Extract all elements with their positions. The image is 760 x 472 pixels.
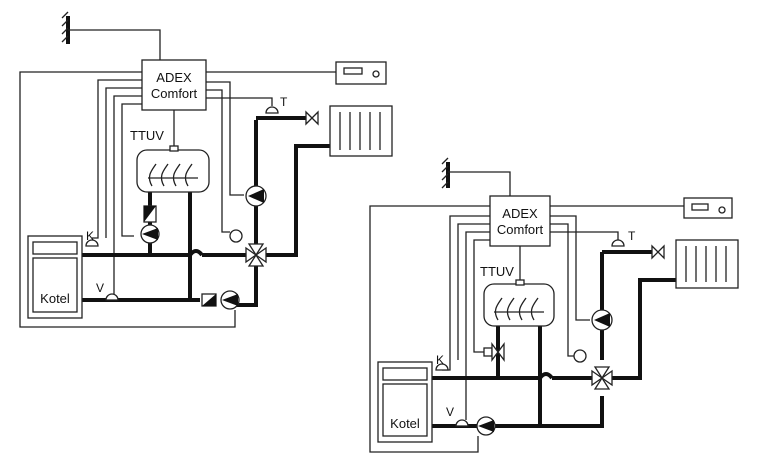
control-wiring: [19, 71, 336, 328]
pipes: [432, 250, 676, 428]
sensor-v-label: V: [96, 281, 104, 295]
boiler-label: Kotel: [40, 291, 70, 306]
sensor-t-label: T: [628, 229, 636, 243]
room-unit-icon: [683, 197, 733, 219]
sensor-k-label: K: [436, 353, 444, 367]
scheme-right: ADEX Comfort TTUV: [369, 157, 739, 453]
boiler-sensor-k-icon: K: [435, 353, 449, 371]
tank-pump-icon: [140, 224, 160, 244]
controller-label-line1: ADEX: [156, 70, 192, 85]
ttuv-label: TTUV: [480, 264, 514, 279]
controller-box: ADEX Comfort: [141, 59, 207, 111]
boiler-icon: Kotel: [27, 235, 83, 319]
radiator-valve-icon: [651, 244, 665, 260]
radiator-valve-icon: [305, 110, 319, 126]
outdoor-sensor-icon: [61, 11, 161, 60]
water-heater-tank-icon: [483, 279, 555, 327]
controller-box: ADEX Comfort: [489, 195, 551, 247]
return-sensor-v-icon: V: [446, 405, 469, 427]
heating-pump-icon: [591, 309, 613, 331]
boiler-sensor-k-icon: K: [85, 229, 99, 247]
mixing-valve-icon: [573, 349, 613, 390]
boiler-icon: Kotel: [377, 361, 433, 443]
check-valve-icon: [143, 205, 157, 223]
scheme-left: ADEX Comfort TTUV: [19, 11, 393, 328]
sensor-v-label: V: [446, 405, 454, 419]
control-wiring: [369, 205, 684, 453]
boiler-label: Kotel: [390, 416, 420, 431]
water-heater-tank-icon: [136, 145, 210, 193]
controller-label-line2: Comfort: [497, 222, 544, 237]
room-unit-icon: [335, 61, 387, 85]
sensor-t-label: T: [280, 95, 288, 109]
flow-temperature-sensor-icon: T: [265, 95, 288, 114]
sensor-k-label: K: [86, 229, 94, 243]
radiator-icon: [675, 239, 739, 289]
ttuv-label: TTUV: [130, 128, 164, 143]
controller-label-line1: ADEX: [502, 206, 538, 221]
boiler-pump-icon: [201, 290, 240, 310]
flow-temperature-sensor-icon: T: [611, 229, 636, 247]
zone-valve-icon: [483, 342, 505, 362]
controller-label-line2: Comfort: [151, 86, 198, 101]
outdoor-sensor-icon: [441, 157, 511, 196]
return-sensor-v-icon: V: [96, 281, 119, 301]
pipes: [82, 116, 330, 307]
mixing-valve-icon: [229, 229, 267, 267]
boiler-pump-icon: [476, 416, 496, 436]
heating-pump-icon: [245, 185, 267, 207]
radiator-icon: [329, 105, 393, 157]
